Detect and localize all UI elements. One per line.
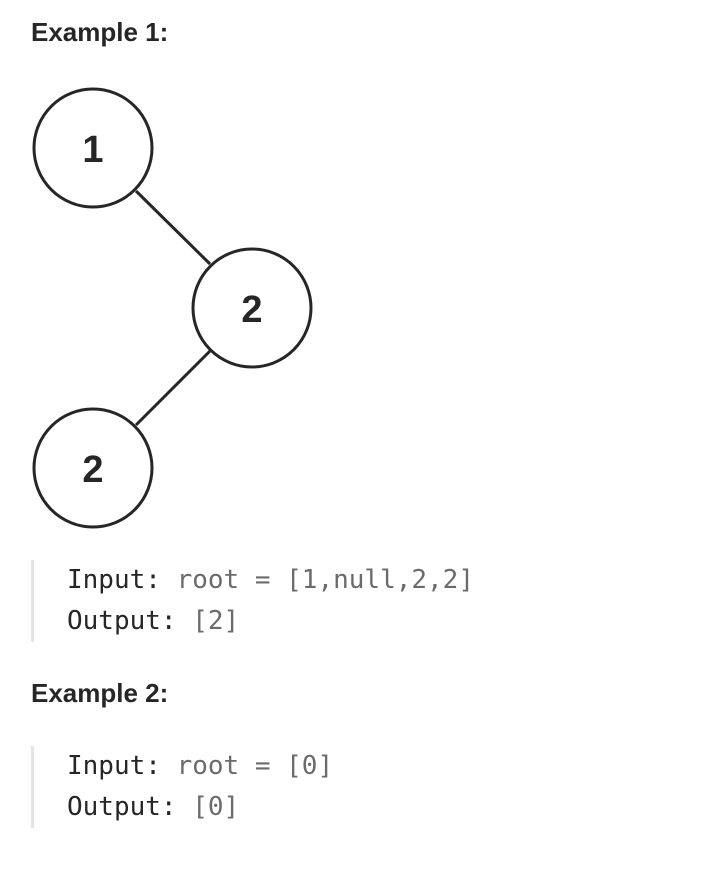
tree-node-right: 2 bbox=[191, 247, 313, 369]
input-label: Input: bbox=[67, 751, 161, 781]
tree-node-root-label: 1 bbox=[82, 129, 103, 171]
example-2-input-line: Input: root = [0] bbox=[67, 746, 333, 787]
example-2-heading: Example 2: bbox=[31, 678, 169, 708]
input-value: root = [0] bbox=[176, 751, 334, 781]
binary-tree-diagram: 1 2 2 bbox=[32, 87, 313, 529]
example-1-heading: Example 1: bbox=[31, 17, 169, 47]
output-value: [0] bbox=[192, 792, 240, 822]
example-2-output-line: Output: [0] bbox=[67, 787, 333, 828]
tree-node-right-label: 2 bbox=[241, 289, 262, 331]
tree-edge-2-2 bbox=[134, 349, 212, 427]
output-label: Output: bbox=[67, 792, 177, 822]
output-label: Output: bbox=[67, 606, 177, 636]
output-value: [2] bbox=[192, 606, 240, 636]
tree-node-left-leaf-label: 2 bbox=[82, 449, 103, 491]
example-1-code-block: Input: root = [1,null,2,2]Output: [2] bbox=[31, 560, 474, 642]
tree-node-root: 1 bbox=[32, 87, 154, 209]
tree-edge-1-2 bbox=[134, 189, 212, 266]
example-1-input-line: Input: root = [1,null,2,2] bbox=[67, 560, 474, 601]
input-value: root = [1,null,2,2] bbox=[176, 565, 474, 595]
input-label: Input: bbox=[67, 565, 161, 595]
example-2-code-block: Input: root = [0]Output: [0] bbox=[31, 746, 333, 828]
tree-node-left-leaf: 2 bbox=[32, 407, 154, 529]
example-1-output-line: Output: [2] bbox=[67, 601, 474, 642]
